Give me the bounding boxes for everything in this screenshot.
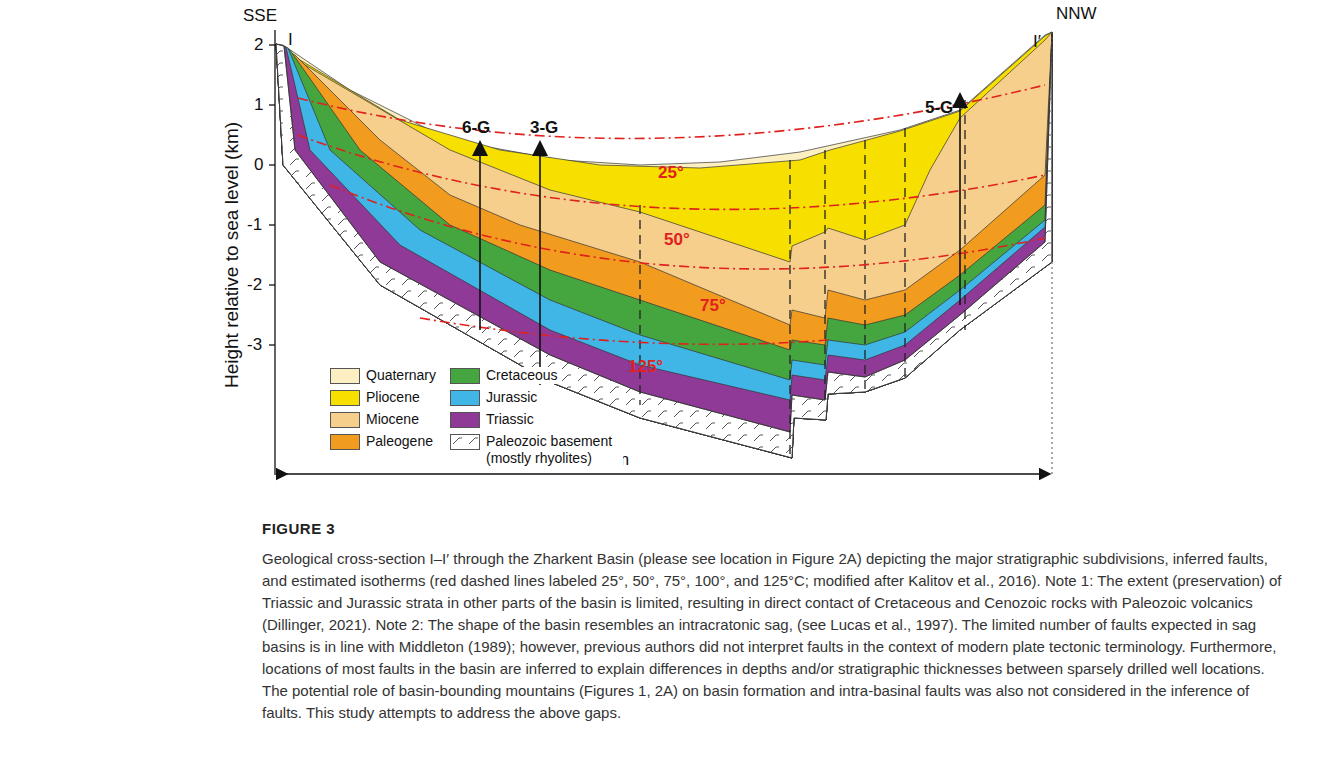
isotherm-line: [330, 185, 1045, 269]
legend-label: Cretaceous: [484, 367, 560, 384]
fault-line: [864, 140, 865, 395]
direction: NNW: [1056, 4, 1097, 24]
axis-tick: [269, 344, 275, 345]
legend-label: Paleozoic basement (mostly rhyolites): [484, 433, 623, 467]
axis-tick: [269, 284, 275, 285]
stratum: [276, 32, 1052, 458]
y-axis: [274, 30, 275, 475]
legend-label: Quaternary: [364, 367, 438, 384]
legend-swatch: [330, 412, 360, 428]
well-arrow: [539, 148, 541, 385]
legend-label: Paleogene: [364, 433, 435, 450]
section-end-label: I′: [1033, 32, 1041, 52]
isotherm-label: 50°: [664, 230, 690, 250]
stratum: [276, 32, 1052, 458]
fault-line: [964, 100, 965, 330]
well-name: 6-G: [462, 118, 490, 138]
length-arrow: [282, 473, 1045, 474]
basement-hatch: [276, 32, 1052, 458]
legend-label: Miocene: [364, 411, 421, 428]
legend-swatch: [450, 390, 480, 406]
fault-line: [824, 150, 825, 405]
well-arrow: [479, 148, 481, 330]
stratum: [276, 32, 1052, 458]
axis-tick-label: 2: [254, 35, 263, 55]
legend-swatch: [330, 390, 360, 406]
hatch-sample: [451, 435, 479, 449]
axis-title: Height relative to sea level (km): [221, 122, 243, 388]
stratum: [276, 32, 1052, 458]
stratum: [276, 32, 1052, 458]
axis-tick: [269, 104, 275, 105]
stratum: [276, 32, 1052, 458]
well-arrow: [959, 100, 961, 305]
axis-tick-label: 1: [254, 95, 263, 115]
axis-tick-label: -1: [247, 215, 262, 235]
axis-tick: [269, 44, 275, 45]
legend-swatch: [330, 368, 360, 384]
legend-swatch: [450, 412, 480, 428]
legend-swatch: [330, 434, 360, 450]
legend-label: Jurassic: [484, 389, 539, 406]
section-end-label: I: [288, 30, 293, 50]
well-name: 5-G: [925, 98, 953, 118]
section-end: [1052, 32, 1053, 475]
figure-caption: Geological cross-section I–I′ through th…: [262, 548, 1292, 724]
fault-line: [904, 128, 905, 380]
axis-tick-label: -3: [247, 335, 262, 355]
axis-tick-label: -2: [247, 275, 262, 295]
axis-tick: [269, 164, 275, 165]
direction: SSE: [243, 6, 277, 26]
axis-tick-label: 0: [254, 155, 263, 175]
figure-title: FIGURE 3: [262, 520, 335, 537]
isotherm-line: [298, 85, 1045, 138]
legend-label: Triassic: [484, 411, 536, 428]
legend-swatch: [450, 434, 480, 450]
basement: [276, 32, 1052, 458]
isotherm-line: [298, 135, 1045, 209]
legend-label: Pliocene: [364, 389, 422, 406]
isotherm-label: 75°: [700, 296, 726, 316]
isotherm-label: 125°: [628, 357, 663, 377]
legend-swatch: [450, 368, 480, 384]
stratum: [276, 32, 1052, 458]
isotherm-label: 25°: [658, 163, 684, 183]
well-name: 3-G: [530, 118, 558, 138]
axis-tick: [269, 224, 275, 225]
fault-line: [789, 160, 790, 458]
isotherm-line: [420, 318, 828, 344]
